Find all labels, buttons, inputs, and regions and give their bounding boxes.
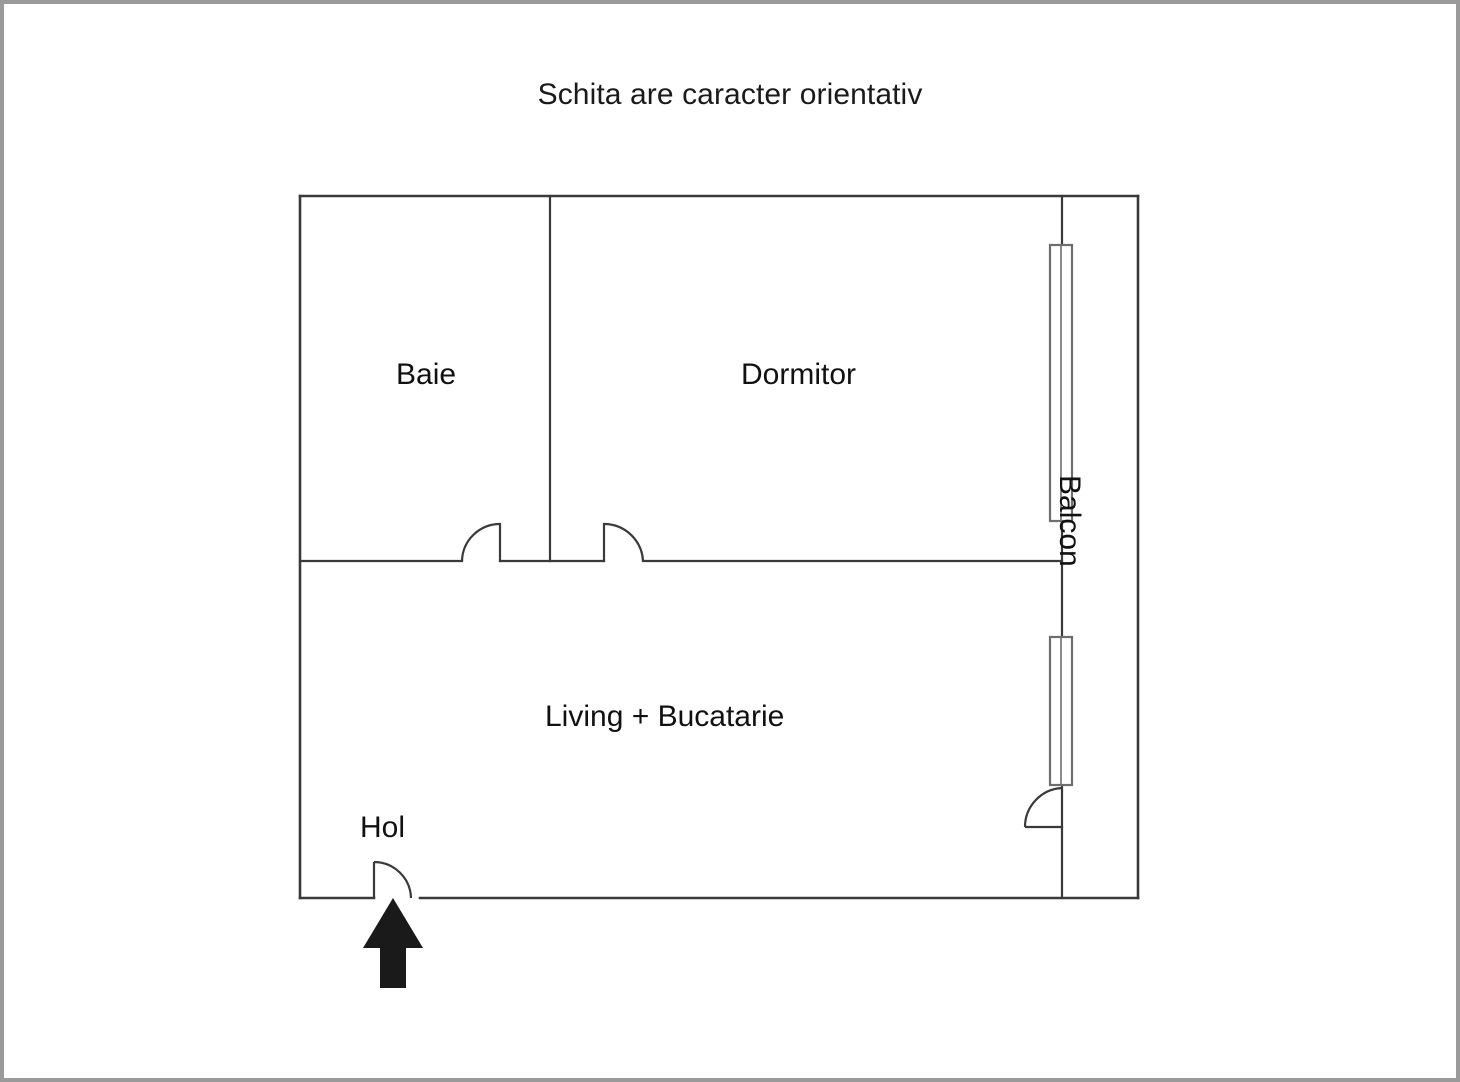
room-label-living: Living + Bucatarie xyxy=(545,700,785,733)
living-balcony-window xyxy=(1048,635,1074,787)
entrance-door xyxy=(372,860,413,899)
room-label-dormitor: Dormitor xyxy=(741,358,857,391)
exterior-walls xyxy=(298,194,1140,900)
door-swing-arc-dormitor xyxy=(603,522,645,562)
bedroom-door xyxy=(603,522,645,562)
room-label-baie: Baie xyxy=(396,358,457,391)
door-swing-arc-balcon xyxy=(1023,786,1063,828)
bedroom-balcony-window xyxy=(1048,243,1074,523)
room-label-balcon: Balcon xyxy=(1053,475,1086,567)
balcony-door xyxy=(1023,786,1063,829)
bathroom-door xyxy=(460,522,501,562)
door-swing-arc-entrance xyxy=(373,860,413,899)
page-title: Schita are caracter orientativ xyxy=(537,78,923,111)
interior-walls xyxy=(298,194,1064,900)
door-swing-arc-baie xyxy=(460,522,501,562)
arrow-up-icon xyxy=(363,898,423,988)
room-label-hol: Hol xyxy=(360,811,406,844)
entrance-direction-arrow xyxy=(363,898,423,988)
